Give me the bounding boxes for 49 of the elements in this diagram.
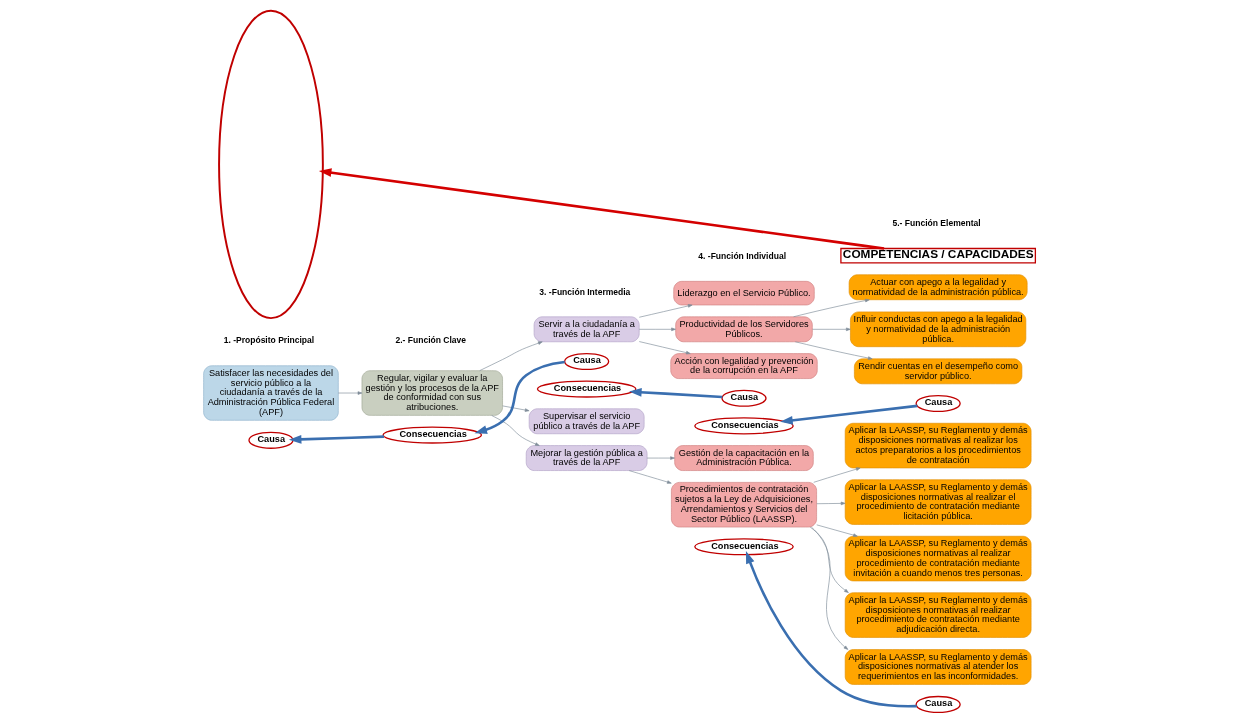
- arrow: [474, 360, 565, 434]
- arrow: [813, 467, 861, 483]
- node-ellipse: Consecuencias: [536, 380, 637, 398]
- arrow: [628, 470, 672, 484]
- node-ellipse: Causa: [564, 352, 610, 371]
- label: 3. -Función Intermedia: [539, 286, 631, 297]
- arrow: [811, 526, 849, 650]
- node-ellipse: Consecuencias: [694, 538, 794, 556]
- node-ellipse: Causa: [248, 431, 294, 449]
- arrow: [794, 341, 873, 360]
- arrow: [491, 415, 540, 446]
- arrow: [638, 327, 676, 331]
- arrow: [338, 391, 363, 395]
- node-ellipse: Causa: [721, 389, 767, 407]
- node-box: Supervisar el servicio público a través de la APF: [528, 408, 645, 435]
- node-box: Productividad de los Servidores Públicos.: [675, 316, 813, 343]
- node-ellipse: [218, 9, 324, 320]
- arrow: [288, 434, 384, 444]
- arrow: [638, 341, 691, 355]
- arrow: [816, 501, 846, 506]
- node-box: Aplicar la LAASSP, su Reglamento y demás disposiciones normativas al realizar el procedimiento de contratación mediante licitación pública.: [844, 479, 1032, 525]
- arrow: [745, 550, 917, 708]
- arrow: [318, 168, 885, 250]
- node-box: Aplicar la LAASSP, su Reglamento y demás disposiciones normativas al atender los requerimientos en las inconformidades.: [844, 649, 1032, 685]
- node-box: COMPETENCIAS / CAPACIDADES: [840, 247, 1037, 264]
- arrow: [809, 526, 849, 593]
- node-box: Mejorar la gestión pública a través de la APF: [525, 445, 648, 471]
- arrow: [780, 404, 918, 425]
- node-box: Satisfacer las necesidades del servicio público a la ciudadanía a través de la Administración Pública Federal (APF): [203, 365, 339, 421]
- node-box: Regular, vigilar y evaluar la gestión y los procesos de la APF de conformidad con sus atribuciones.: [361, 370, 503, 416]
- arrow: [793, 298, 870, 318]
- node-box: Aplicar la LAASSP, su Reglamento y demás disposiciones normativas al realizar procedimiento de contratación mediante adjudicación directa.: [844, 592, 1032, 638]
- arrow: [629, 387, 723, 399]
- node-ellipse: Causa: [915, 394, 961, 413]
- arrow: [502, 405, 530, 412]
- label: 2.- Función Clave: [395, 335, 467, 346]
- node-ellipse: Consecuencias: [382, 426, 483, 444]
- arrow: [638, 304, 693, 318]
- node-box: Gestión de la capacitación en la Administración Pública.: [674, 445, 814, 471]
- label: 5.- Función Elemental: [892, 218, 981, 229]
- node-ellipse: Causa: [915, 695, 961, 713]
- arrow: [646, 456, 675, 460]
- node-box: Influir conductas con apego a la legalidad y normatividad de la administración pública.: [850, 311, 1027, 348]
- arrow: [479, 341, 543, 371]
- label: 4. -Función Individual: [698, 251, 787, 262]
- arrow: [812, 327, 851, 331]
- label: 1. -Propósito Principal: [223, 335, 315, 346]
- node-box: Procedimientos de contratación sujetos a la Ley de Adquisiciones, Arrendamientos y Servicios del Sector Público (LAASSP).: [671, 482, 817, 528]
- arrow: [816, 524, 858, 537]
